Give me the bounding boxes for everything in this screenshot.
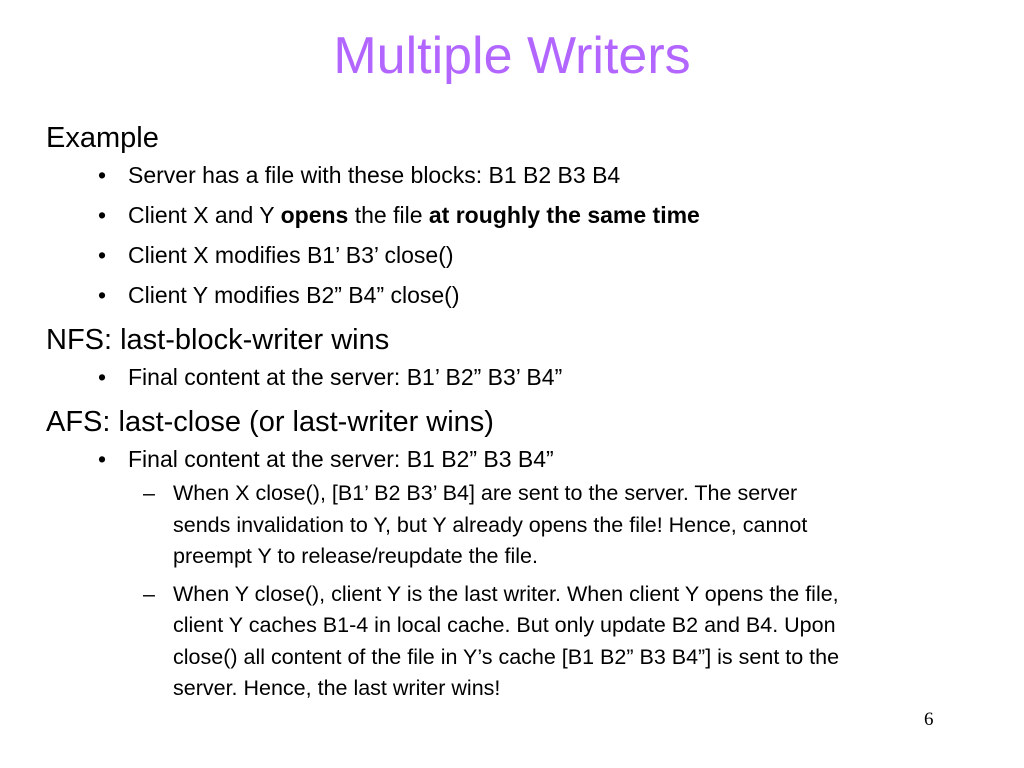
slide-title: Multiple Writers: [333, 27, 691, 85]
bullet-item: • Client Y modifies B2” B4” close(): [46, 280, 986, 310]
slide-content: Example • Server has a file with these b…: [46, 118, 986, 711]
bullet-icon: •: [98, 202, 107, 228]
bullet-item: • Server has a file with these blocks: B…: [46, 160, 986, 190]
bullet-icon: •: [98, 242, 107, 268]
sub-item-line: server. Hence, the last writer wins!: [173, 676, 501, 700]
sub-item-line: close() all content of the file in Y’s c…: [173, 644, 840, 669]
bullet-text-bold: opens: [280, 202, 349, 228]
sub-item-line: client Y caches B1-4 in local cache. But…: [173, 613, 836, 637]
bullet-item: • Final content at the server: B1 B2” B3…: [46, 444, 986, 474]
sub-item-line: When Y close(), client Y is the last wri…: [173, 581, 839, 606]
bullet-text: Client Y modifies B2” B4” close(): [128, 282, 460, 308]
bullet-item: • Client X modifies B1’ B3’ close(): [46, 240, 986, 270]
dash-icon: –: [143, 581, 155, 606]
sub-item-line: When X close(), [B1’ B2 B3’ B4] are sent…: [173, 481, 798, 505]
bullet-item: • Client X and Y opens the file at rough…: [46, 200, 986, 230]
bullet-text-part: Client X and Y: [128, 202, 281, 228]
page-number: 6: [924, 709, 934, 730]
bullet-text-part: the file: [348, 202, 429, 228]
sub-item-line: preempt Y to release/reupdate the file.: [173, 544, 538, 568]
bullet-icon: •: [98, 282, 107, 308]
sub-item: – When X close(), [B1’ B2 B3’ B4] are se…: [46, 478, 973, 573]
bullet-item: • Final content at the server: B1’ B2” B…: [46, 362, 986, 392]
bullet-text: Client X modifies B1’ B3’ close(): [128, 242, 454, 268]
heading-nfs: NFS: last-block-writer wins: [46, 324, 390, 356]
bullet-icon: •: [98, 162, 107, 188]
bullet-icon: •: [98, 446, 107, 472]
sub-item: – When Y close(), client Y is the last w…: [46, 579, 973, 705]
bullet-icon: •: [98, 364, 107, 390]
dash-icon: –: [143, 481, 155, 505]
heading-afs: AFS: last-close (or last-writer wins): [46, 406, 494, 438]
bullet-text: Server has a file with these blocks: B1 …: [128, 162, 621, 188]
bullet-text: Final content at the server: B1 B2” B3 B…: [128, 446, 554, 472]
sub-item-line: sends invalidation to Y, but Y already o…: [173, 512, 808, 537]
bullet-text: Final content at the server: B1’ B2” B3’…: [128, 364, 563, 390]
heading-example: Example: [46, 122, 159, 154]
bullet-text-bold: at roughly the same time: [428, 202, 700, 228]
